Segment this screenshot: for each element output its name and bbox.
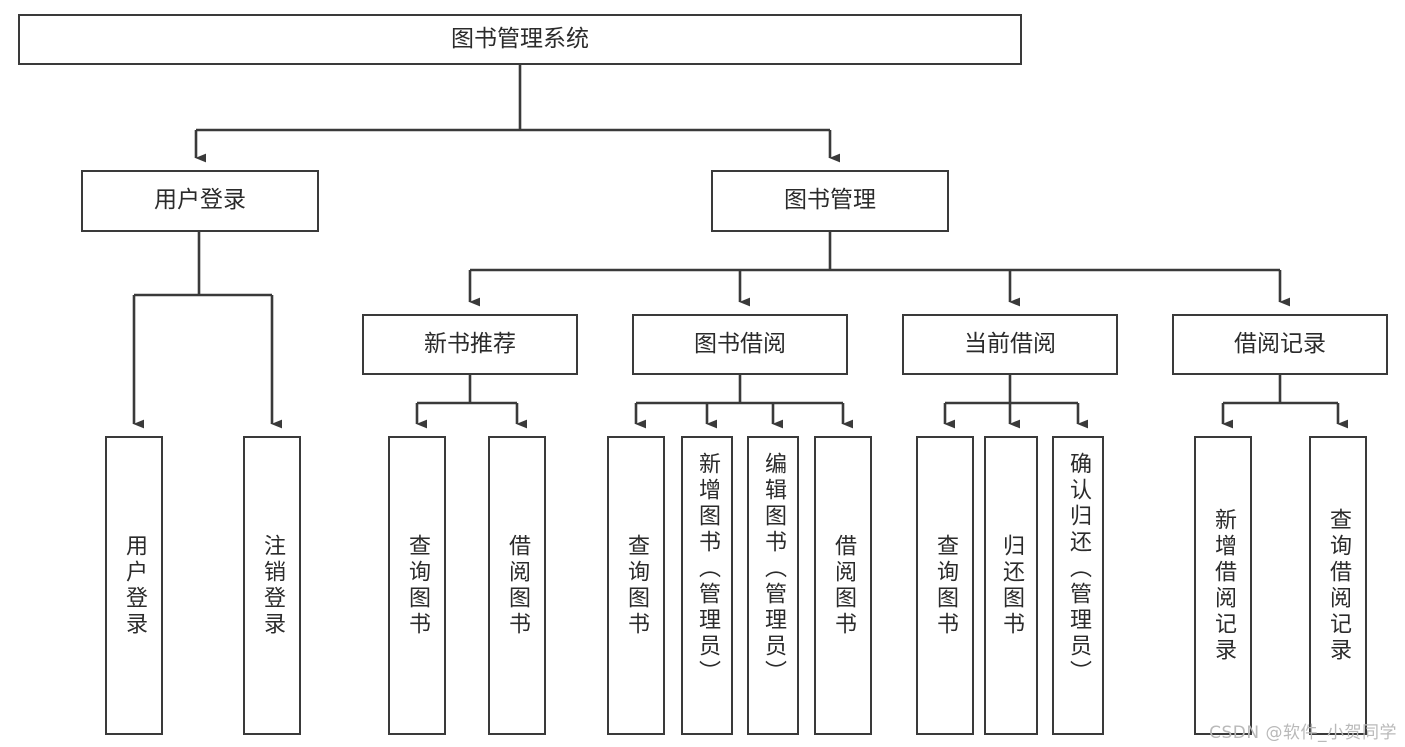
node-borrowing-record[interactable]: 借阅记录 — [1172, 314, 1388, 375]
node-leaf-borrow-book-recommend[interactable]: 借阅图书 — [488, 436, 546, 735]
node-leaf-edit-book-admin[interactable]: 编辑图书（管理员） — [747, 436, 799, 735]
node-label: 归还图书 — [999, 533, 1024, 638]
node-label: 图书借阅 — [694, 330, 786, 357]
node-label: 图书管理系统 — [451, 25, 589, 52]
node-label: 查询图书 — [624, 533, 649, 638]
node-book-management[interactable]: 图书管理 — [711, 170, 949, 232]
node-label: 图书管理 — [784, 187, 876, 214]
node-label: 查询图书 — [405, 533, 430, 638]
node-label: 新书推荐 — [424, 330, 516, 357]
node-leaf-query-book-recommend[interactable]: 查询图书 — [388, 436, 446, 735]
node-new-book-recommendation[interactable]: 新书推荐 — [362, 314, 578, 375]
node-label: 编辑图书（管理员） — [761, 452, 786, 686]
node-label: 确认归还（管理员） — [1066, 452, 1091, 686]
node-label: 借阅图书 — [831, 533, 856, 638]
node-label: 用户登录 — [154, 187, 246, 214]
node-leaf-add-book-admin[interactable]: 新增图书（管理员） — [681, 436, 733, 735]
node-leaf-return-book[interactable]: 归还图书 — [984, 436, 1038, 735]
watermark: CSDN @软件_小贺同学 — [1209, 723, 1397, 743]
node-label: 注销登录 — [260, 533, 285, 638]
node-user-login[interactable]: 用户登录 — [81, 170, 319, 232]
node-current-borrowing[interactable]: 当前借阅 — [902, 314, 1118, 375]
node-leaf-query-book-current[interactable]: 查询图书 — [916, 436, 974, 735]
node-label: 当前借阅 — [964, 330, 1056, 357]
node-label: 用户登录 — [122, 533, 147, 638]
node-leaf-query-book-borrow[interactable]: 查询图书 — [607, 436, 665, 735]
node-leaf-user-login[interactable]: 用户登录 — [105, 436, 163, 735]
node-leaf-lend-book[interactable]: 借阅图书 — [814, 436, 872, 735]
node-label: 借阅图书 — [505, 533, 530, 638]
node-label: 借阅记录 — [1234, 330, 1326, 357]
node-label: 新增借阅记录 — [1211, 507, 1236, 664]
node-leaf-query-borrow-record[interactable]: 查询借阅记录 — [1309, 436, 1367, 735]
node-label: 查询图书 — [933, 533, 958, 638]
node-book-borrowing[interactable]: 图书借阅 — [632, 314, 848, 375]
node-leaf-confirm-return-admin[interactable]: 确认归还（管理员） — [1052, 436, 1104, 735]
node-leaf-add-borrow-record[interactable]: 新增借阅记录 — [1194, 436, 1252, 735]
node-root-book-management-system[interactable]: 图书管理系统 — [18, 14, 1022, 65]
node-label: 查询借阅记录 — [1326, 507, 1351, 664]
node-leaf-logout[interactable]: 注销登录 — [243, 436, 301, 735]
node-label: 新增图书（管理员） — [695, 452, 720, 686]
